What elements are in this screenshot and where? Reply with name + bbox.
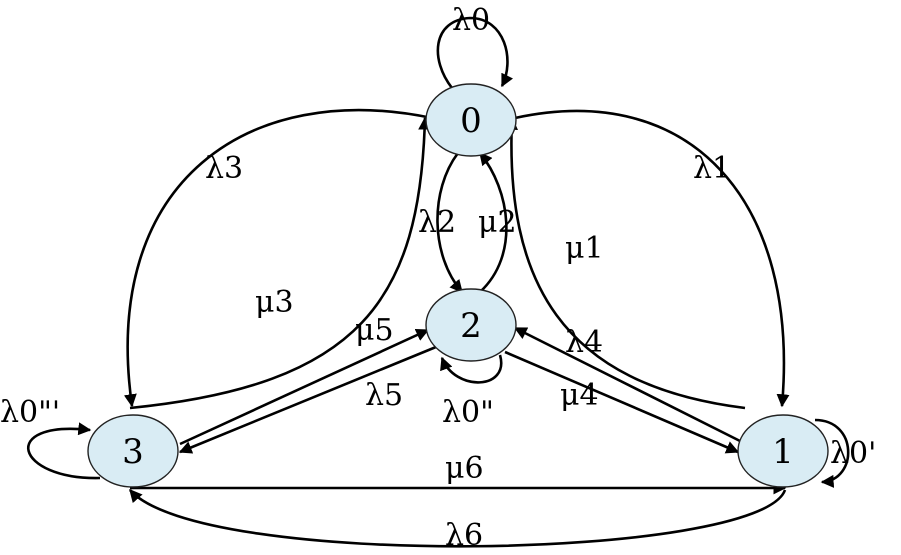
label-mu6: μ6 <box>445 451 484 486</box>
node-0-label: 0 <box>460 101 482 141</box>
label-lambda4: λ4 <box>565 325 603 360</box>
node-1-label: 1 <box>772 432 794 472</box>
label-lambda0-dblprime: λ0" <box>442 395 494 430</box>
node-0: 0 <box>425 83 517 157</box>
label-mu4: μ4 <box>560 378 599 413</box>
label-lambda6: λ6 <box>445 518 483 553</box>
label-mu1: μ1 <box>565 231 604 266</box>
edge-0-to-2 <box>436 152 463 293</box>
node-1: 1 <box>737 414 829 488</box>
edge-1-self <box>814 418 850 488</box>
edge-1-to-0 <box>505 116 746 410</box>
edge-2-to-1 <box>504 350 740 454</box>
edge-0-to-3 <box>123 108 433 408</box>
label-lambda5: λ5 <box>365 378 403 413</box>
label-lambda1: λ1 <box>693 151 731 186</box>
node-3-label: 3 <box>122 432 144 472</box>
label-mu3: μ3 <box>255 285 294 320</box>
node-3: 3 <box>87 414 179 488</box>
edge-3-to-2 <box>179 328 430 446</box>
label-mu5: μ5 <box>355 313 394 348</box>
label-lambda0-prime: λ0' <box>830 436 876 471</box>
label-lambda0: λ0 <box>452 3 490 38</box>
edge-1-to-2 <box>513 326 743 444</box>
label-lambda2: λ2 <box>418 205 456 240</box>
edge-0-to-1 <box>514 109 790 408</box>
edge-2-to-0 <box>478 151 508 293</box>
node-2: 2 <box>425 288 517 362</box>
edge-1-to-3 <box>129 489 787 548</box>
node-2-label: 2 <box>460 306 482 346</box>
label-lambda3: λ3 <box>205 151 243 186</box>
label-lambda0-tripleprime: λ0"' <box>0 395 60 430</box>
edge-2-to-3 <box>178 345 437 454</box>
edge-0-self <box>436 16 514 89</box>
edge-3-self <box>27 422 101 480</box>
edge-2-self <box>440 354 503 384</box>
edge-3-to-0 <box>129 116 432 410</box>
label-mu2: μ2 <box>478 205 517 240</box>
